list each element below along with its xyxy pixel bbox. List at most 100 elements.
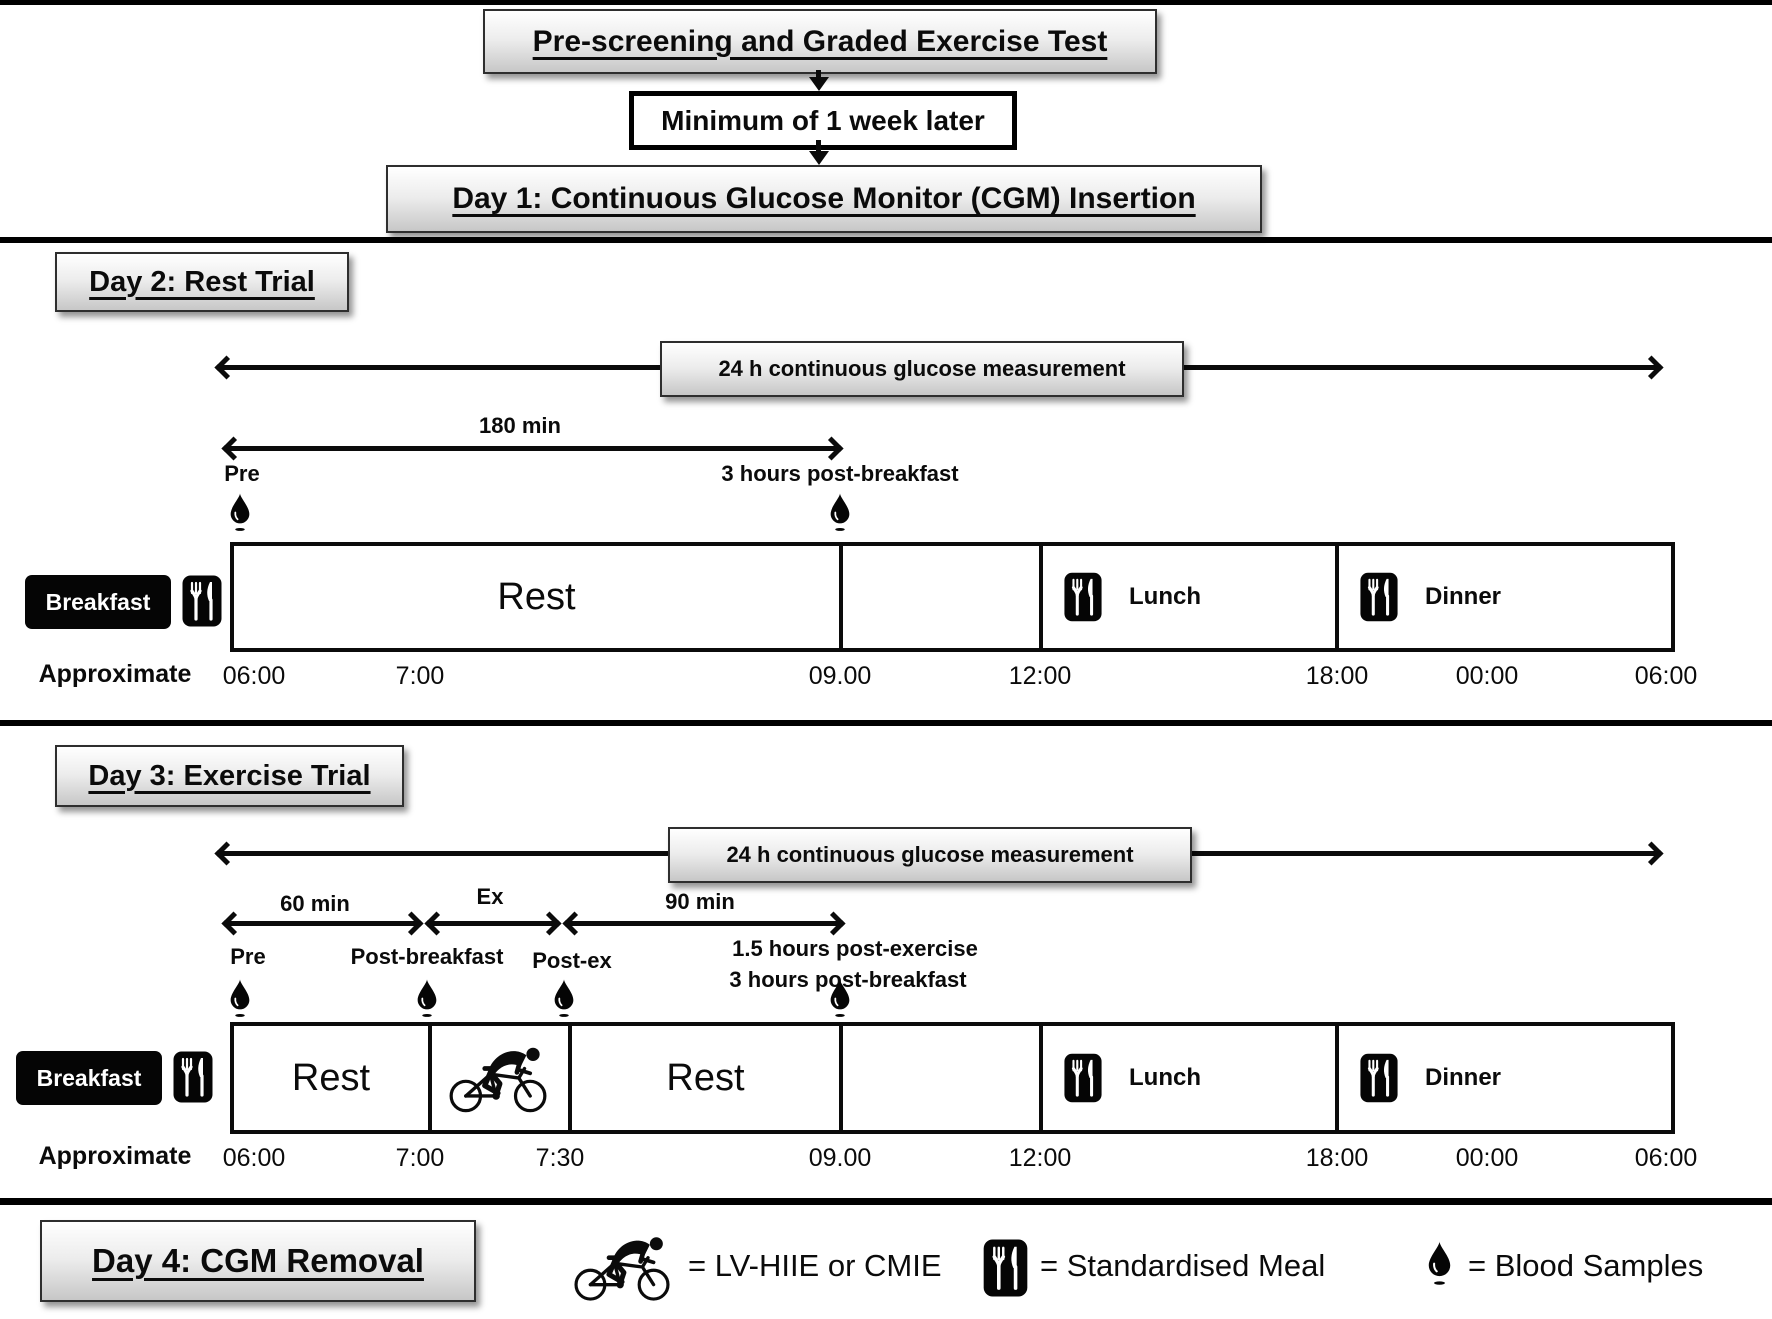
day3-timeline: Rest Rest [230, 1022, 1675, 1134]
blood-drop-icon [830, 493, 850, 531]
day2-rest-label: Rest [497, 575, 576, 618]
day3-title-box: Day 3: Exercise Trial [55, 745, 404, 807]
section-divider [0, 1198, 1772, 1205]
legend-meal-label: = Standardised Meal [1040, 1248, 1326, 1283]
day3-post-breakfast-label: Post-breakfast [350, 944, 504, 969]
timeline-divider [568, 1026, 572, 1130]
day3-note-line1: 1.5 hours post-exercise [732, 936, 978, 961]
section-divider [0, 237, 1772, 243]
down-arrow-icon [816, 140, 821, 152]
day2-title-box: Day 2: Rest Trial [55, 252, 349, 312]
breakfast-meal-icon [181, 573, 223, 629]
interval-box: Minimum of 1 week later [629, 91, 1017, 150]
lunch-meal-icon [1063, 571, 1103, 623]
day2-breakfast-badge: Breakfast [25, 575, 171, 629]
top-border [0, 0, 1772, 5]
day3-cgm-label: 24 h continuous glucose measurement [726, 842, 1134, 867]
exercise-cyclist-icon [445, 1042, 551, 1114]
cyclist-icon [449, 1047, 547, 1113]
meal-icon [1064, 1053, 1102, 1103]
timeline-divider [1039, 546, 1043, 648]
day3-axis-label: Approximate [38, 1142, 192, 1170]
blood-drop-icon [554, 979, 574, 1017]
day3-rest1-label: Rest [291, 1056, 371, 1099]
day3-cgm-label-box: 24 h continuous glucose measurement [668, 827, 1192, 883]
day2-post-breakfast-label: 3 hours post-breakfast [721, 461, 959, 486]
day3-exercise-segment [432, 1026, 564, 1130]
section-divider [0, 720, 1772, 726]
timeline-divider [1039, 1026, 1043, 1130]
blood-drop-icon [230, 979, 250, 1017]
day3-note-line2: 3 hours post-breakfast [729, 967, 967, 992]
day3-pre-label: Pre [230, 944, 266, 969]
day3-tick: 18:00 [1305, 1144, 1369, 1172]
meal-icon [182, 575, 222, 627]
day4-title-box: Day 4: CGM Removal [40, 1220, 476, 1302]
day2-duration-label: 180 min [479, 413, 561, 438]
legend-meal-icon [982, 1236, 1029, 1300]
meal-icon [1064, 572, 1102, 622]
day2-tick: 09.00 [808, 662, 872, 690]
day2-lunch-label: Lunch [1129, 583, 1201, 610]
blood-drop-icon [417, 979, 437, 1017]
day2-tick: 00:00 [1455, 662, 1519, 690]
day2-dinner-segment: Dinner [1339, 546, 1691, 648]
day2-cgm-label-box: 24 h continuous glucose measurement [660, 341, 1184, 397]
day4-title: Day 4: CGM Removal [92, 1242, 424, 1279]
day2-tick: 06:00 [1634, 662, 1698, 690]
day3-lunch-segment: Lunch [1043, 1026, 1355, 1130]
day2-axis-label: Approximate [38, 660, 192, 688]
day3-dinner-segment: Dinner [1339, 1026, 1691, 1130]
day3-90min-label: 90 min [665, 889, 735, 914]
interval-label: Minimum of 1 week later [661, 104, 985, 136]
day3-tick: 7:30 [535, 1144, 585, 1172]
day3-60min-arrow-icon [227, 921, 418, 926]
prescreening-box: Pre-screening and Graded Exercise Test [483, 9, 1157, 74]
timeline-divider [1335, 546, 1339, 648]
day3-tick: 7:00 [395, 1144, 445, 1172]
lunch-meal-icon [1063, 1052, 1103, 1104]
day2-tick: 06:00 [222, 662, 286, 690]
blood-sample-marker [551, 978, 578, 1018]
day3-tick: 06:00 [1634, 1144, 1698, 1172]
legend-blood-label: = Blood Samples [1468, 1248, 1704, 1283]
day2-duration-arrow-icon [227, 446, 838, 451]
down-arrow-icon [816, 70, 821, 78]
day3-breakfast-label: Breakfast [36, 1064, 142, 1091]
day3-60min-label: 60 min [280, 891, 350, 916]
day3-rest1-segment: Rest [234, 1026, 428, 1130]
meal-icon [173, 1051, 213, 1103]
day3-post-ex-label: Post-ex [532, 948, 612, 973]
meal-icon [1360, 1053, 1398, 1103]
cyclist-icon [574, 1237, 670, 1301]
day2-tick: 12:00 [1008, 662, 1072, 690]
prescreening-label: Pre-screening and Graded Exercise Test [532, 24, 1108, 58]
day2-breakfast-label: Breakfast [45, 588, 151, 615]
timeline-divider [839, 1026, 843, 1130]
meal-icon [1360, 572, 1398, 622]
blood-drop-icon [230, 493, 250, 531]
meal-icon [983, 1239, 1028, 1297]
blood-sample-marker [827, 978, 854, 1018]
day2-tick: 7:00 [395, 662, 445, 690]
blood-drop-icon [1428, 1241, 1451, 1285]
day3-tick: 06:00 [222, 1144, 286, 1172]
day3-tick: 00:00 [1455, 1144, 1519, 1172]
day2-title: Day 2: Rest Trial [89, 265, 315, 298]
day1-box: Day 1: Continuous Glucose Monitor (CGM) … [386, 165, 1262, 233]
day3-rest2-label: Rest [666, 1056, 745, 1099]
day2-timeline: Rest Lunch [230, 542, 1675, 652]
blood-drop-icon [830, 979, 850, 1017]
day2-pre-label: Pre [224, 461, 260, 486]
day2-dinner-label: Dinner [1425, 583, 1502, 610]
day3-ex-label: Ex [476, 884, 504, 909]
timeline-divider [1335, 1026, 1339, 1130]
timeline-divider [839, 546, 843, 648]
breakfast-meal-icon [172, 1049, 214, 1105]
legend-cyclist-label: = LV-HIIE or CMIE [688, 1248, 942, 1283]
day3-dinner-label: Dinner [1425, 1064, 1502, 1091]
day1-label: Day 1: Continuous Glucose Monitor (CGM) … [452, 182, 1196, 215]
blood-sample-marker [227, 492, 254, 532]
timeline-divider [428, 1026, 432, 1130]
